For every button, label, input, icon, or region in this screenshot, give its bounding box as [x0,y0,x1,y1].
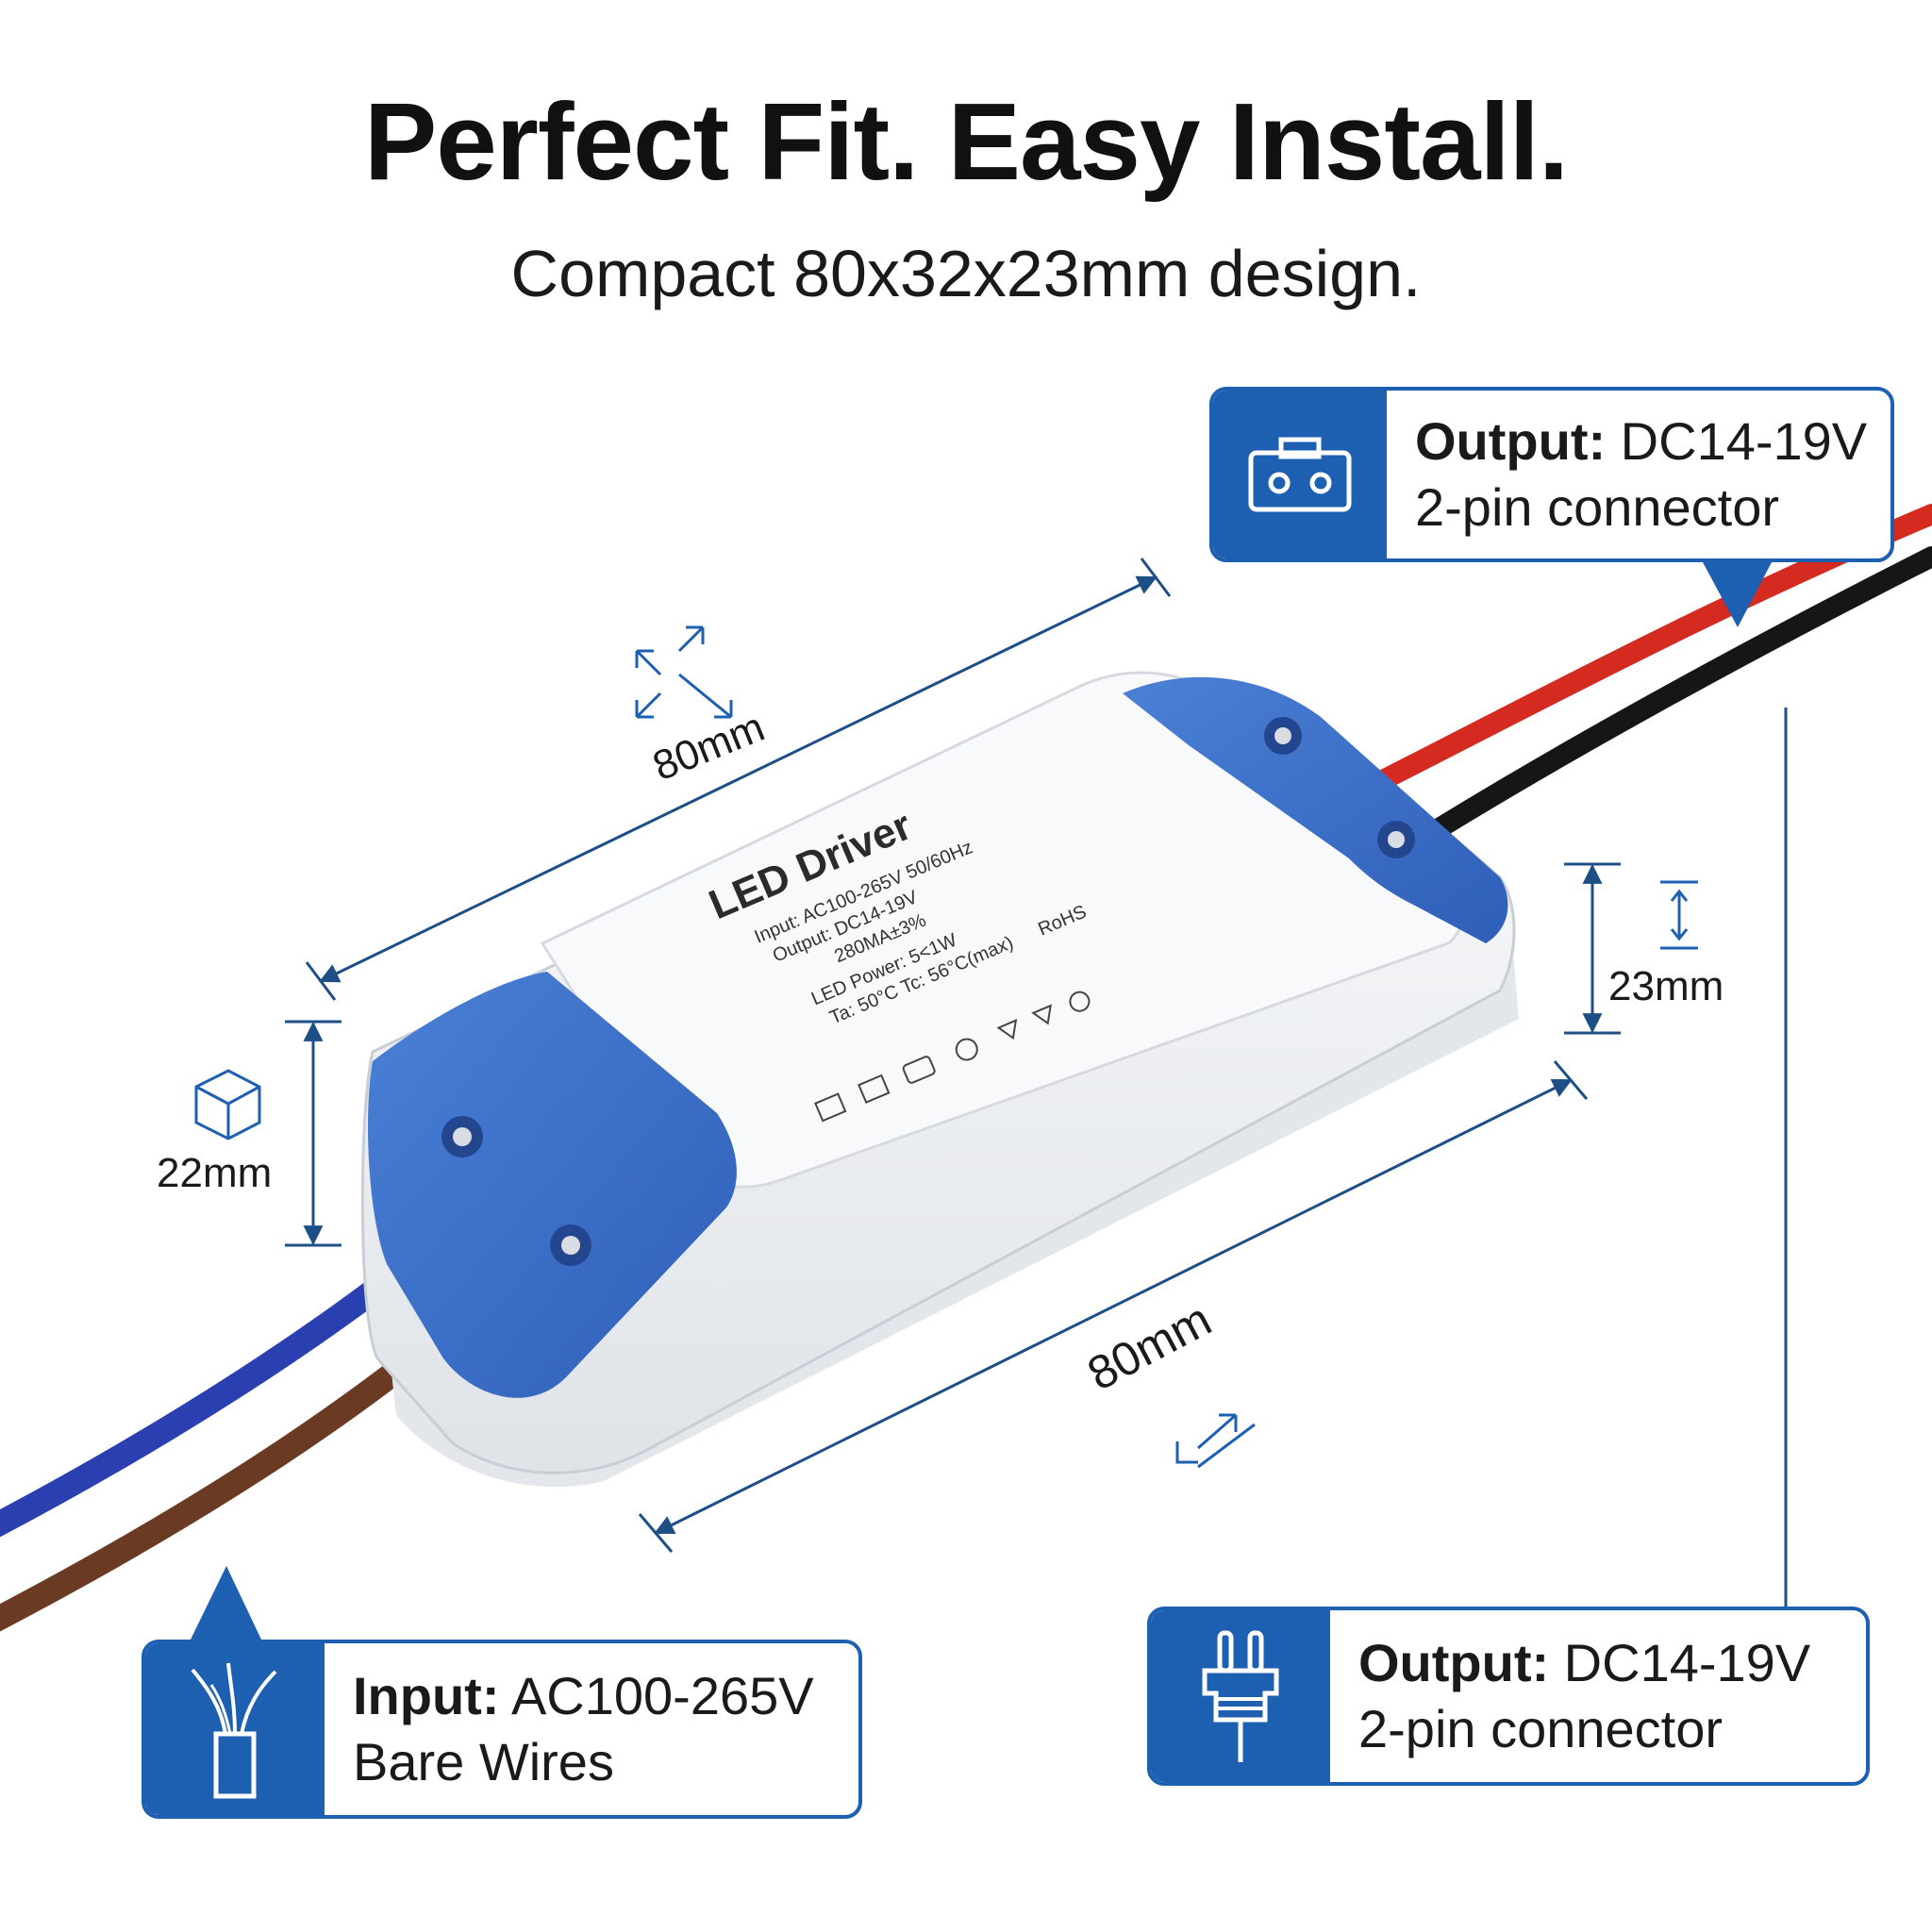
callout-top-detail: 2-pin connector [1415,477,1780,537]
led-driver-body [360,671,1519,1488]
callout-top-value: DC14-19V [1606,411,1868,471]
dimension-label-left: 22mm [157,1150,272,1196]
cube-icon [194,1069,261,1141]
plug-icon [1151,1610,1330,1782]
expand-arrows-icon [635,625,733,719]
dimension-label-bottom: 80mm [1079,1292,1220,1401]
output-callout-bottom: Output: DC14-19V 2-pin connector [1147,1607,1870,1786]
callout-bottom-label: Output: [1358,1633,1550,1692]
callout-input-label: Input: [353,1666,500,1725]
callout-top-label: Output: [1415,411,1607,471]
dimension-top-80mm [305,558,1172,1001]
input-callout: Input: AC100-265V Bare Wires [142,1640,862,1819]
vertical-arrows-icon [1660,880,1698,950]
output-callout-top: Output: DC14-19V 2-pin connector [1209,387,1894,562]
page-subtitle: Compact 80x32x23mm design. [510,237,1422,310]
dimension-left-22mm [285,1020,341,1247]
callout-top-pointer [1703,562,1772,627]
bare-wires-icon [145,1643,325,1815]
page-title: Perfect Fit. Easy Install. [363,80,1569,203]
callout-input-detail: Bare Wires [353,1732,614,1791]
callout-bottom-detail: 2-pin connector [1358,1699,1724,1758]
dimension-label-top: 80mm [646,704,771,790]
dimension-right-23mm [1564,862,1621,1035]
connector-icon [1213,391,1387,558]
callout-input-pointer [191,1566,261,1640]
callout-bottom-value: DC14-19V [1549,1633,1811,1692]
dimension-bottom-80mm [638,1060,1589,1553]
black-wire [1395,546,1932,859]
callout-input-value: AC100-265V [499,1666,814,1725]
diagonal-arrows-icon [1175,1413,1256,1469]
dimension-label-right: 23mm [1608,963,1724,1009]
